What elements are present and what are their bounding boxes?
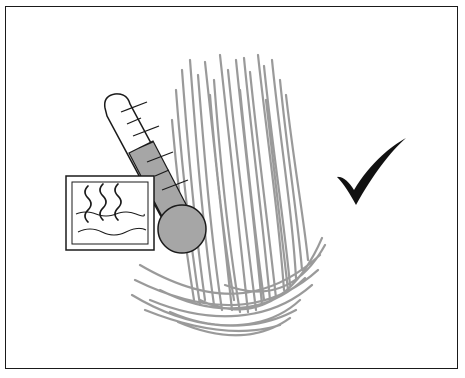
checkmark-icon <box>337 138 406 205</box>
hot-water-icon <box>66 176 154 250</box>
